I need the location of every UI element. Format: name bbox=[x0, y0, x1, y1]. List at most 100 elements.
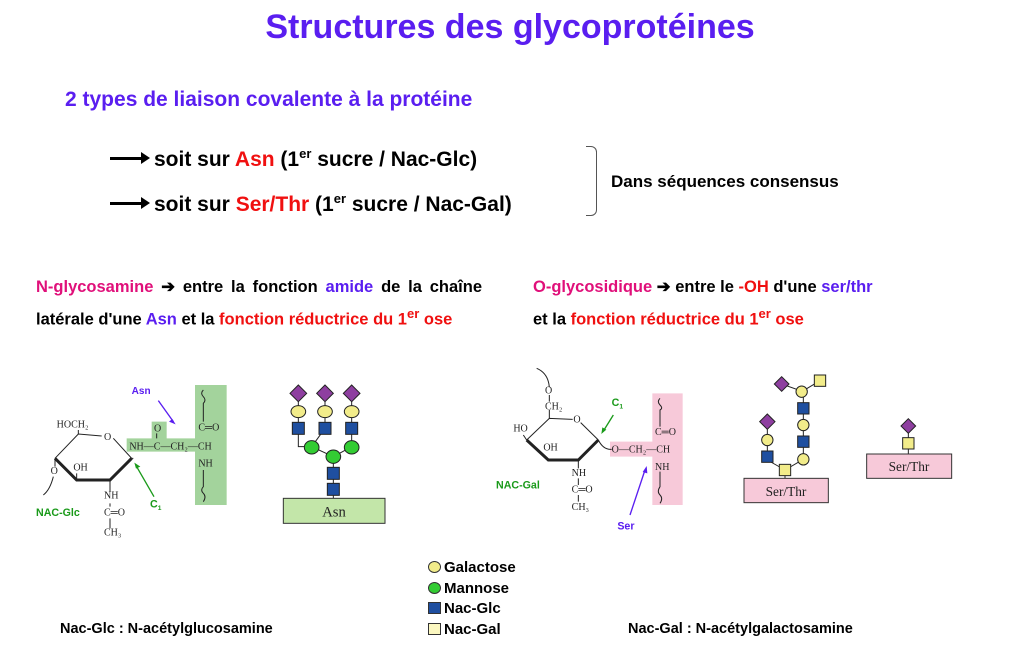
superscript: er bbox=[406, 305, 420, 321]
c1-arrow bbox=[136, 466, 155, 498]
legend-label: Galactose bbox=[444, 559, 516, 576]
oxygen: O bbox=[51, 466, 58, 477]
hydroxyl: OH bbox=[73, 463, 87, 474]
c1-arrow bbox=[603, 414, 614, 431]
arrow-icon: ➔ bbox=[656, 278, 671, 296]
methyl: CH₃ bbox=[104, 528, 121, 539]
asn-base-label: Asn bbox=[322, 505, 346, 521]
side-chain: NH—C—CH₂—CH bbox=[129, 441, 211, 452]
serthr-line: soit sur Ser/Thr (1er sucre / Nac-Gal) bbox=[110, 191, 512, 217]
legend-label: Nac-Gal bbox=[444, 620, 501, 638]
methyl: CH₃ bbox=[572, 502, 589, 513]
term: O-glycosidique bbox=[533, 278, 653, 296]
legend-item-galactose: Galactose bbox=[428, 558, 516, 579]
hydroxyl: OH bbox=[543, 443, 557, 454]
c1-label: C1 bbox=[612, 397, 624, 411]
serthr-base-1 bbox=[743, 477, 829, 504]
asn-label: Asn bbox=[132, 386, 151, 397]
acetyl-carbonyl: C═O bbox=[104, 508, 125, 519]
o-glycosylation-text: O-glycosidique ➔ entre le -OH d'une ser/… bbox=[533, 275, 873, 333]
asn-base bbox=[282, 497, 386, 524]
o-glycan-tree-complex bbox=[758, 374, 827, 479]
sugar-ring bbox=[522, 367, 663, 504]
arrow-right-icon bbox=[110, 196, 150, 209]
highlight: -OH bbox=[738, 278, 769, 296]
backbone-nh: NH bbox=[198, 459, 212, 470]
text: entre le bbox=[670, 278, 739, 296]
ser-label: Ser bbox=[617, 520, 634, 532]
highlight: ose bbox=[770, 310, 804, 328]
text: d'une bbox=[768, 278, 822, 296]
asn-line: soit sur Asn (1er sucre / Nac-Glc) bbox=[110, 146, 477, 172]
line-text: (1 bbox=[309, 193, 334, 216]
serthr-base-2 bbox=[866, 453, 953, 479]
footnote-nac-gal: Nac-Gal : N-acétylgalactosamine bbox=[628, 621, 853, 637]
highlight: fonction réductrice du 1 bbox=[570, 310, 759, 328]
nac-glc-label: NAC-Glc bbox=[36, 507, 80, 519]
highlight: amide bbox=[325, 278, 374, 296]
highlight: fonction réductrice du 1 bbox=[219, 310, 407, 328]
superscript: er bbox=[299, 146, 312, 161]
legend-item-mannose: Mannose bbox=[428, 579, 516, 600]
acetyl-carbonyl: C═O bbox=[572, 485, 593, 496]
line-text: sucre / Nac-Glc) bbox=[311, 148, 478, 171]
ch2: CH₂ bbox=[545, 401, 562, 412]
line-text: sucre / Nac-Gal) bbox=[346, 193, 512, 216]
line-prefix: soit sur bbox=[154, 193, 236, 216]
backbone-nh: NH bbox=[655, 462, 669, 473]
asn-arrow bbox=[157, 400, 174, 423]
text: et la bbox=[533, 310, 571, 328]
legend-item-nac-gal: Nac-Gal bbox=[428, 620, 516, 641]
arrow-icon: ➔ bbox=[161, 278, 176, 296]
hydroxyl: HO bbox=[513, 424, 527, 435]
ring-oxygen: O bbox=[104, 432, 111, 443]
line-text: (1 bbox=[274, 148, 300, 171]
superscript: er bbox=[758, 305, 771, 321]
carbonyl-oxygen: O bbox=[154, 424, 161, 435]
nac-gal-label: NAC-Gal bbox=[496, 479, 540, 491]
side-chain: O—CH₂—CH bbox=[612, 445, 671, 456]
ring-oxygen: O bbox=[573, 415, 580, 426]
amide-nh: NH bbox=[572, 468, 586, 479]
highlight: ser/thr bbox=[821, 278, 873, 296]
legend-label: Mannose bbox=[444, 579, 510, 597]
hoch2: HOCH₂ bbox=[57, 419, 89, 430]
legend: Galactose Mannose Nac-Glc Nac-Gal bbox=[428, 558, 516, 640]
legend-item-nac-glc: Nac-Glc bbox=[428, 599, 516, 620]
n-glycan-diagram: HOCH₂ O NH—C—CH₂—CH O C═O NH OH O NH C═O… bbox=[36, 384, 386, 539]
arrow-right-icon bbox=[110, 151, 150, 164]
nac-gal-square-icon bbox=[428, 622, 441, 635]
asn-sidechain-highlight bbox=[126, 385, 227, 505]
o-glycan-diagram: O CH₂ HO O OH O—CH₂—CH C═O NH NH C═O CH₃… bbox=[496, 367, 953, 532]
highlight: ose bbox=[419, 310, 453, 328]
superscript: er bbox=[333, 191, 347, 206]
n-glycan-tree bbox=[289, 384, 361, 499]
residue: Ser/Thr bbox=[235, 193, 310, 216]
serthr-base-label: Ser/Thr bbox=[889, 459, 930, 474]
page-title: Structures des glycoprotéines bbox=[265, 8, 755, 46]
line-prefix: soit sur bbox=[154, 148, 235, 171]
ser-sidechain-highlight bbox=[610, 393, 683, 505]
serthr-base-label: Ser/Thr bbox=[766, 484, 807, 499]
subtitle: 2 types de liaison covalente à la protéi… bbox=[65, 88, 473, 111]
brace bbox=[586, 146, 597, 216]
mannose-circle-icon bbox=[428, 581, 441, 594]
amide-nh: NH bbox=[104, 490, 118, 501]
highlight: Asn bbox=[145, 310, 177, 328]
n-glycosylation-text: N-glycosamine ➔ entre la fonction amide … bbox=[36, 275, 482, 333]
backbone-carbonyl: C═O bbox=[655, 427, 676, 438]
residue: Asn bbox=[234, 148, 275, 171]
legend-label: Nac-Glc bbox=[444, 600, 501, 617]
text: de la chaîne latérale d'une bbox=[36, 278, 483, 328]
footnote-nac-glc: Nac-Glc : N-acétylglucosamine bbox=[60, 621, 273, 637]
nac-glc-square-icon bbox=[428, 602, 441, 614]
o-glycan-tree-simple bbox=[900, 417, 917, 454]
ser-arrow bbox=[629, 469, 646, 516]
text: entre la fonction bbox=[175, 278, 326, 296]
backbone-carbonyl: C═O bbox=[198, 423, 219, 434]
term: N-glycosamine bbox=[36, 278, 154, 296]
text: et la bbox=[176, 310, 220, 328]
galactose-circle-icon bbox=[428, 561, 441, 573]
consensus-note: Dans séquences consensus bbox=[611, 172, 839, 191]
oxygen: O bbox=[545, 385, 552, 396]
